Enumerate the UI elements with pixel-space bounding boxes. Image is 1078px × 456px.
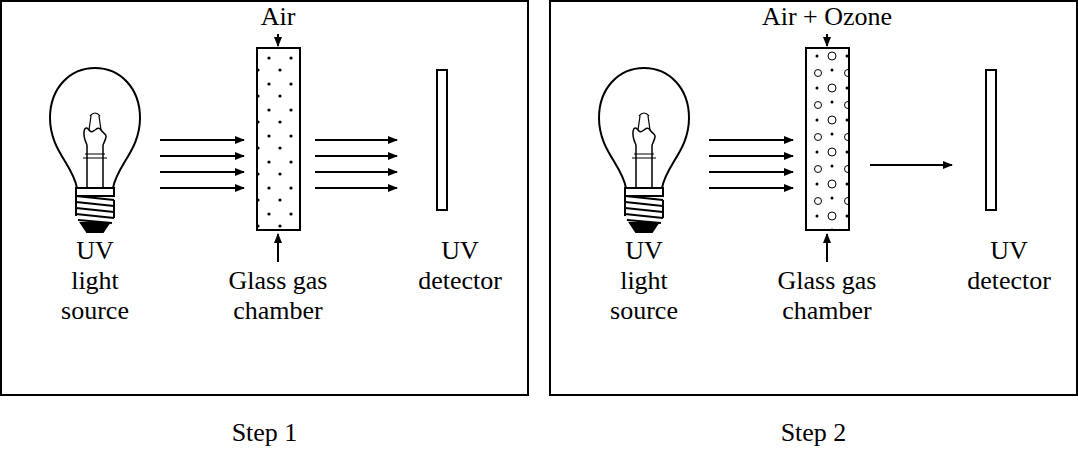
- step-caption: Step 1: [2, 418, 527, 448]
- part-label: UV detector: [410, 236, 510, 296]
- step-panel: Step 2: [549, 0, 1078, 396]
- part-label: Glass gas chamber: [213, 266, 343, 326]
- part-label: UV light source: [55, 236, 135, 326]
- step-caption: Step 2: [551, 418, 1076, 448]
- step-panel: Step 1: [0, 0, 529, 396]
- part-label: UV detector: [959, 236, 1059, 296]
- part-label: Glass gas chamber: [762, 266, 892, 326]
- part-label: Air: [178, 2, 378, 32]
- part-label: Air + Ozone: [717, 2, 937, 32]
- part-label: UV light source: [604, 236, 684, 326]
